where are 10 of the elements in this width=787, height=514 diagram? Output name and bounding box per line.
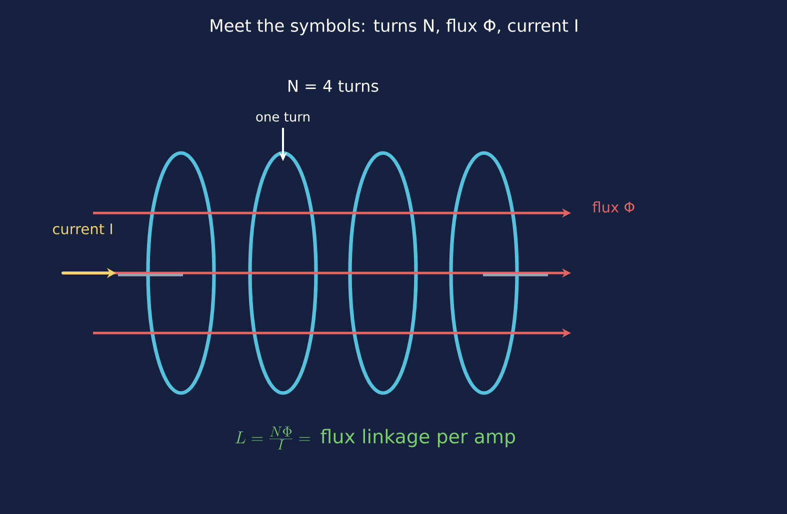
current-label: current I	[53, 224, 112, 234]
coil-loop	[449, 151, 519, 395]
flux-label: flux Φ	[592, 201, 634, 213]
coil-loop	[146, 151, 216, 395]
inductance-formula: $L=\frac{N\Phi}{I}=$	[235, 426, 310, 450]
title: Meet the symbols: turns N, flux Φ, current I	[210, 18, 578, 36]
coil-loop	[248, 151, 318, 395]
coil-loop	[348, 151, 418, 395]
leader-label: one turn	[256, 112, 310, 122]
formula-text: flux linkage per amp	[320, 428, 515, 448]
